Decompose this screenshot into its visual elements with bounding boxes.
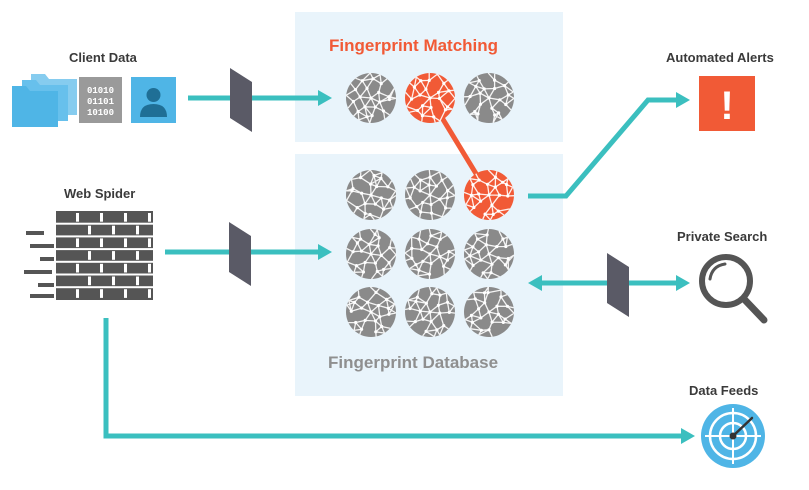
web-spider-icon bbox=[24, 211, 153, 300]
fingerprint-icon bbox=[404, 286, 456, 338]
fingerprint-icon bbox=[345, 72, 397, 124]
exclamation-icon: ! bbox=[699, 76, 755, 131]
user-profile-icon bbox=[131, 77, 176, 123]
connectors bbox=[103, 95, 683, 439]
magnifier-icon bbox=[699, 254, 768, 324]
fingerprint-icon bbox=[405, 169, 456, 220]
fingerprint-match-icon bbox=[463, 169, 515, 221]
arrowhead-feeds bbox=[681, 428, 695, 444]
fingerprints bbox=[345, 72, 515, 338]
binary-line: 01010 bbox=[87, 86, 114, 96]
arrowhead-search-left bbox=[528, 275, 542, 291]
filter-gate-icon bbox=[229, 222, 251, 286]
client-data-label: Client Data bbox=[69, 50, 137, 65]
fingerprint-match-icon bbox=[405, 73, 456, 123]
fingerprint-icon bbox=[346, 228, 397, 280]
alerts-arrow-line bbox=[528, 97, 678, 199]
filter-gates bbox=[229, 68, 629, 317]
binary-file-icon: 01010 01101 10100 bbox=[79, 77, 122, 123]
arrowhead-alerts bbox=[676, 92, 690, 108]
folders-icon bbox=[12, 74, 77, 127]
arrowhead-search-right bbox=[676, 275, 690, 291]
fingerprint-database-title: Fingerprint Database bbox=[328, 353, 499, 372]
automated-alerts-label: Automated Alerts bbox=[666, 50, 774, 65]
binary-line: 01101 bbox=[87, 97, 115, 107]
arrowhead-client bbox=[318, 90, 332, 106]
fingerprint-icon bbox=[346, 169, 397, 221]
private-search-label: Private Search bbox=[677, 229, 768, 244]
web-spider-label: Web Spider bbox=[64, 186, 136, 201]
data-feeds-arrow-line bbox=[103, 318, 683, 439]
filter-gate-icon bbox=[230, 68, 252, 132]
radar-icon bbox=[701, 404, 765, 468]
arrowheads bbox=[318, 90, 695, 444]
fingerprint-matching-title: Fingerprint Matching bbox=[329, 36, 499, 55]
fingerprint-icon bbox=[346, 286, 397, 337]
alert-glyph: ! bbox=[720, 84, 733, 128]
fingerprint-icon bbox=[404, 228, 456, 279]
binary-line: 10100 bbox=[87, 108, 114, 118]
arrowhead-spider bbox=[318, 244, 332, 260]
filter-gate-icon bbox=[607, 253, 629, 317]
fingerprint-icon bbox=[464, 286, 515, 338]
fingerprint-icon bbox=[463, 72, 515, 123]
fingerprint-icon bbox=[463, 228, 515, 280]
data-feeds-label: Data Feeds bbox=[689, 383, 759, 398]
